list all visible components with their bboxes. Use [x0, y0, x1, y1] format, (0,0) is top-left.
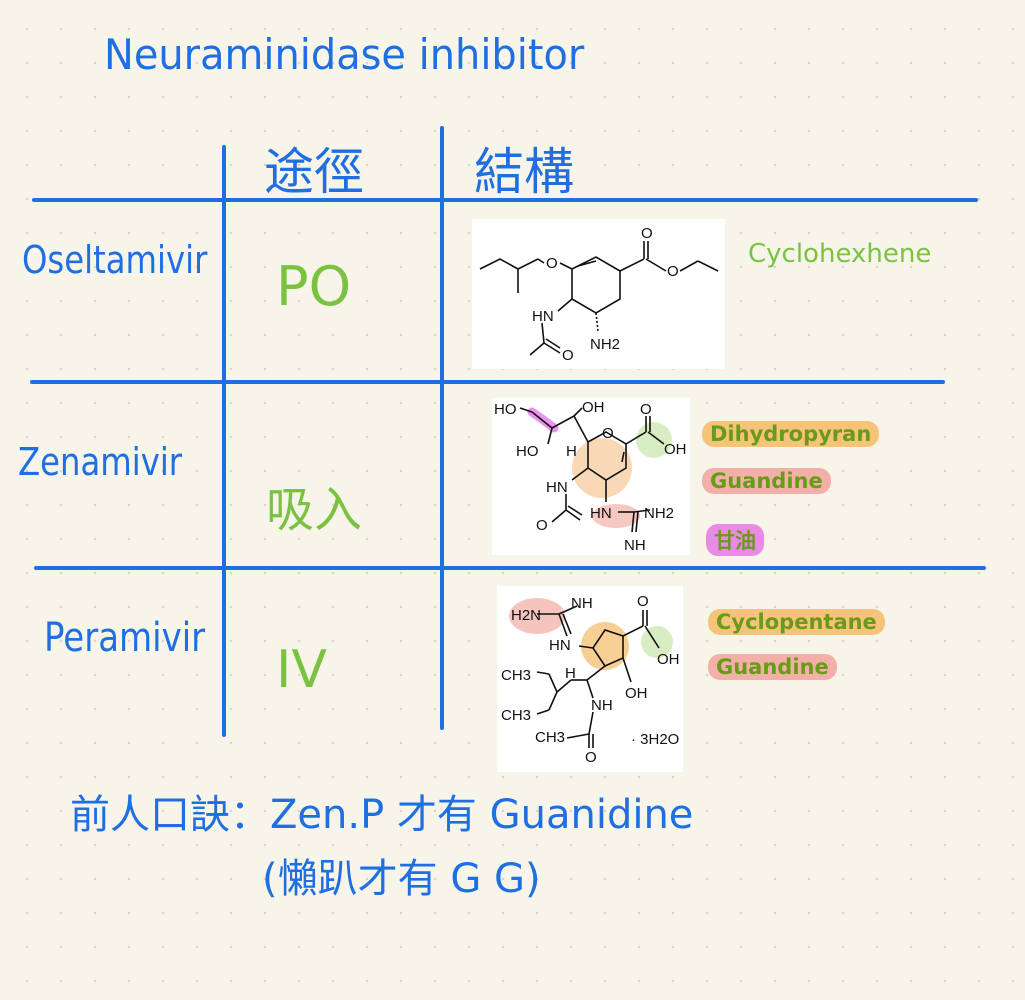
- feature-guandine-zanamivir: Guandine: [702, 468, 831, 494]
- header-route: 途徑: [264, 143, 364, 201]
- zanamivir-nh2: NH2: [644, 505, 674, 522]
- oseltamivir-ester-o: O: [667, 263, 679, 280]
- feature-cyclohexhene: Cyclohexhene: [748, 239, 932, 269]
- drug-name-oseltamivir: Oseltamivir: [22, 238, 208, 282]
- oseltamivir-ether-o: O: [546, 255, 558, 272]
- peramivir-h2n: H2N: [511, 607, 541, 624]
- peramivir-oh: OH: [625, 685, 648, 702]
- zanamivir-ho1: HO: [494, 401, 517, 418]
- peramivir-water: · 3H2O: [631, 731, 679, 748]
- feature-glycerol: 甘油: [706, 524, 764, 556]
- feature-cyclopentane: Cyclopentane: [708, 609, 885, 635]
- peramivir-ch3-b: CH3: [501, 707, 531, 724]
- peramivir-structure: H2N NH HN H O OH OH CH3 CH3 NH CH3 O · 3…: [497, 586, 683, 772]
- zanamivir-nh: NH: [624, 537, 646, 554]
- zanamivir-hn2: HN: [590, 505, 612, 522]
- oseltamivir-hn: HN: [532, 308, 554, 325]
- row-divider-2: [34, 566, 986, 570]
- route-inhalation: 吸入: [266, 482, 363, 538]
- zanamivir-h: H: [566, 443, 577, 460]
- drug-name-zenamivir: Zenamivir: [18, 440, 183, 484]
- page-title: Neuraminidase inhibitor: [104, 30, 585, 79]
- oseltamivir-carbonyl-o: O: [641, 225, 653, 242]
- column-divider-2: [440, 126, 444, 730]
- zanamivir-oh1: OH: [582, 399, 605, 416]
- zanamivir-ho2: HO: [516, 443, 539, 460]
- route-po: PO: [276, 255, 352, 318]
- zanamivir-acid-oh: OH: [664, 441, 687, 458]
- zanamivir-hn: HN: [546, 479, 568, 496]
- peramivir-nh-amide: NH: [591, 697, 613, 714]
- header-structure: 結構: [474, 143, 574, 201]
- peramivir-h: H: [565, 665, 576, 682]
- peramivir-acid-oh: OH: [657, 651, 680, 668]
- peramivir-nh: NH: [571, 595, 593, 612]
- zanamivir-acid-o: O: [640, 401, 652, 418]
- zanamivir-ring-o: O: [602, 425, 614, 442]
- feature-dihydropyran: Dihydropyran: [702, 421, 880, 447]
- peramivir-acid-o: O: [637, 593, 649, 610]
- zanamivir-structure: HO OH HO H O O OH HN HN NH2 NH O: [492, 398, 690, 555]
- oseltamivir-amide-o: O: [562, 347, 574, 364]
- mnemonic-line-1: 前人口訣：Zen.P 才有 Guanidine: [70, 792, 694, 838]
- header-divider: [32, 198, 978, 202]
- peramivir-amide-o: O: [585, 749, 597, 766]
- peramivir-hn: HN: [549, 637, 571, 654]
- peramivir-ch3-a: CH3: [501, 667, 531, 684]
- mnemonic-line-2: (懶趴才有 G G): [262, 856, 541, 902]
- feature-guandine-peramivir: Guandine: [708, 654, 837, 680]
- zanamivir-amide-o: O: [536, 517, 548, 534]
- row-divider-1: [30, 380, 945, 384]
- peramivir-ch3-c: CH3: [535, 729, 565, 746]
- route-iv: IV: [276, 640, 327, 700]
- oseltamivir-nh2: NH2: [590, 336, 620, 353]
- drug-name-peramivir: Peramivir: [44, 615, 206, 661]
- column-divider-1: [222, 145, 226, 737]
- oseltamivir-structure: O O O HN NH2 O: [472, 219, 725, 369]
